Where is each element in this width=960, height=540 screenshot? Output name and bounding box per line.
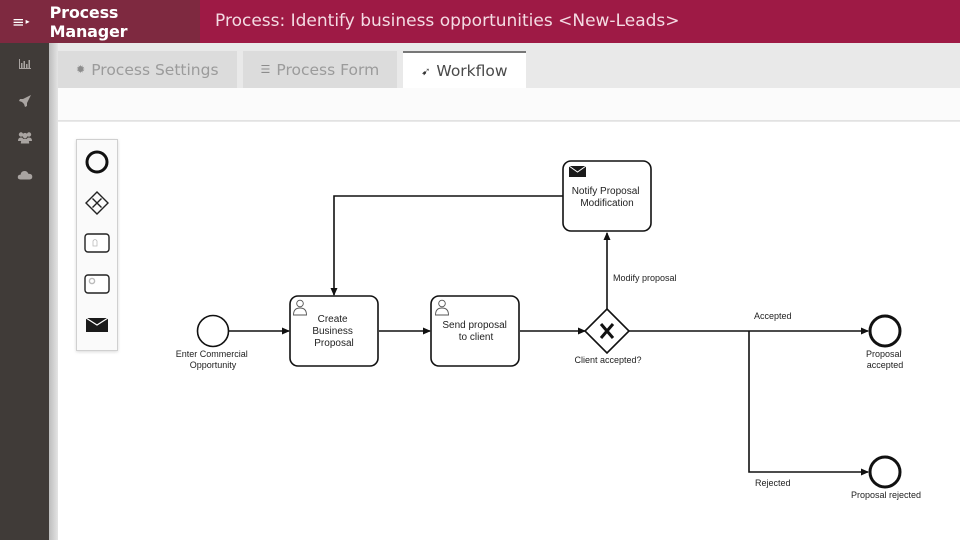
page-title: Process: Identify business opportunities… xyxy=(215,11,680,31)
end-event-accepted-label: Proposal accepted xyxy=(866,349,904,370)
sequence-flow-notify-to-create[interactable] xyxy=(330,195,563,296)
task-notify-proposal-modification[interactable]: Notify Proposal Modification xyxy=(562,160,652,232)
palette-gateway[interactable] xyxy=(77,183,117,224)
svg-text:Send proposal to cli: Send proposal to client xyxy=(442,320,509,343)
gateway-label: Client accepted? xyxy=(574,355,641,365)
sidebar xyxy=(0,43,49,540)
svg-text:Notify Proposal Modi: Notify Proposal Modification xyxy=(572,186,643,209)
end-event-rejected-label: Proposal rejected xyxy=(851,490,921,500)
bpmn-diagram: Modify proposal Accepted Rejected Enter … xyxy=(176,160,921,500)
palette-service-task[interactable] xyxy=(77,264,117,305)
start-event-label: Enter Commercial Opportunity xyxy=(176,349,251,370)
gateway-diamond-icon xyxy=(85,190,109,215)
content-area: ✹ Process Settings ☰ Process Form ➹ Work… xyxy=(58,43,960,540)
users-icon xyxy=(17,132,32,144)
cloud-icon xyxy=(17,171,32,180)
tab-process-form[interactable]: ☰ Process Form xyxy=(242,51,398,88)
element-palette xyxy=(76,139,118,351)
envelope-icon xyxy=(568,165,587,177)
list-icon: ☰ xyxy=(260,63,271,76)
user-icon xyxy=(435,299,449,316)
sidebar-item-cloud[interactable] xyxy=(0,156,49,193)
bar-chart-icon xyxy=(18,58,31,69)
event-circle-icon xyxy=(85,150,109,174)
task-create-business-proposal[interactable]: Create Business Proposal xyxy=(289,295,379,367)
sidebar-item-users[interactable] xyxy=(0,119,49,156)
sequence-flow-rejected[interactable] xyxy=(748,331,869,476)
palette-user-task[interactable] xyxy=(77,223,117,264)
tab-label: Process Settings xyxy=(91,60,219,79)
rocket-icon xyxy=(18,94,31,107)
end-event-rejected[interactable] xyxy=(868,455,902,489)
tab-workflow[interactable]: ➹ Workflow xyxy=(403,51,526,89)
top-bar: ≡▸ Process Manager Process: Identify bus… xyxy=(0,0,960,43)
brand-area: ≡▸ Process Manager xyxy=(0,0,200,43)
hamburger-menu-icon[interactable]: ≡▸ xyxy=(12,12,30,31)
workflow-canvas[interactable]: Modify proposal Accepted Rejected Enter … xyxy=(58,122,960,540)
tab-label: Process Form xyxy=(276,60,380,79)
task-send-proposal[interactable]: Send proposal to client xyxy=(430,295,520,367)
tab-label: Workflow xyxy=(436,62,508,80)
tab-process-settings[interactable]: ✹ Process Settings xyxy=(58,51,237,88)
end-event-accepted[interactable] xyxy=(868,314,902,348)
sidebar-item-reports[interactable] xyxy=(0,45,49,82)
tab-bar: ✹ Process Settings ☰ Process Form ➹ Work… xyxy=(58,51,532,89)
location-arrow-icon: ➹ xyxy=(421,64,431,78)
service-task-icon xyxy=(84,274,110,294)
palette-message-task[interactable] xyxy=(77,304,117,345)
palette-event[interactable] xyxy=(77,142,117,183)
user-icon xyxy=(293,299,307,316)
sidebar-shadow xyxy=(49,43,58,540)
exclusive-gateway[interactable] xyxy=(583,307,631,355)
start-event[interactable] xyxy=(196,314,230,348)
toolbar-strip xyxy=(58,88,960,121)
flow-label-accepted: Accepted xyxy=(754,311,792,321)
sidebar-item-launch[interactable] xyxy=(0,82,49,119)
svg-text:Create Business: Create Business Proposal xyxy=(312,314,355,349)
flow-label-rejected: Rejected xyxy=(755,478,791,488)
flow-label-modify: Modify proposal xyxy=(613,273,677,283)
app-title: Process Manager xyxy=(49,2,128,41)
gear-icon: ✹ xyxy=(76,63,86,76)
envelope-icon xyxy=(85,317,109,332)
user-task-icon xyxy=(84,233,110,254)
